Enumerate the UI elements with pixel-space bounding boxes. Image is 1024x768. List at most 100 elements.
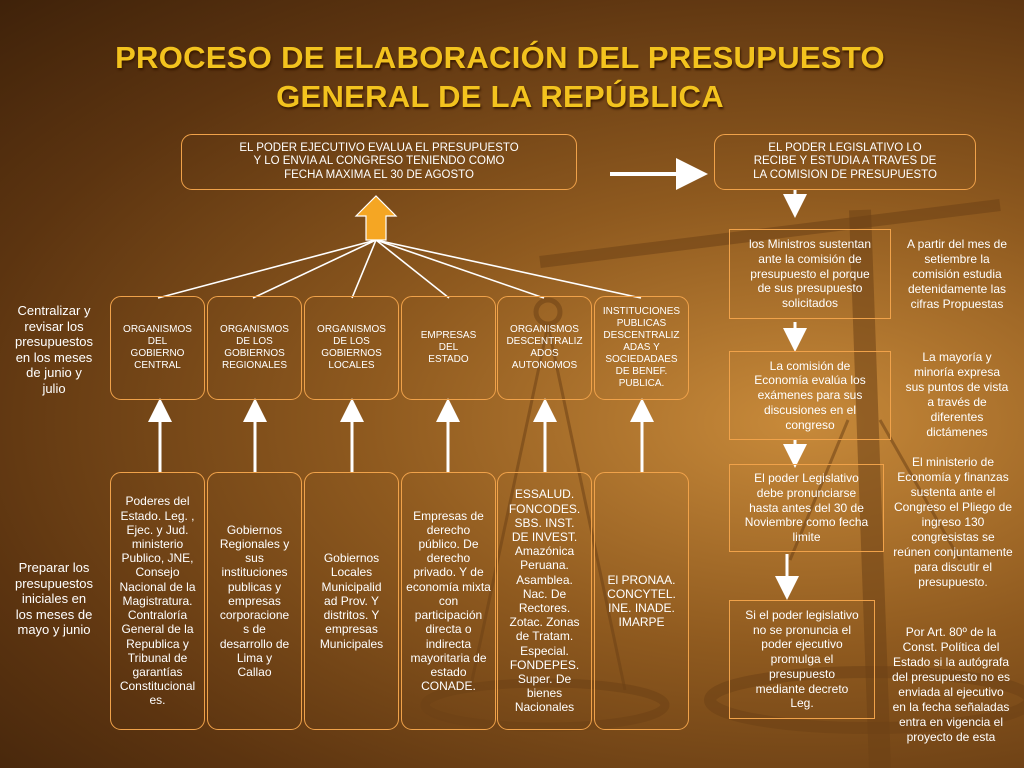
text-line: LA COMISION DE PRESUPUESTO: [753, 168, 937, 181]
text-line: SBS. INST.: [514, 515, 575, 530]
text-line: Gobiernos: [323, 551, 380, 566]
text-line: Municipalid: [321, 579, 382, 594]
text-line: con: [438, 593, 459, 608]
text-line: economía mixta: [406, 579, 491, 594]
organismo-gobiernos-regionales: ORGANISMOS DE LOS GOBIERNOS REGIONALES: [207, 296, 302, 400]
text-line: Si el poder legislativo: [745, 607, 859, 622]
text-line: presupuestos: [14, 575, 94, 591]
text-line: Rectores.: [518, 601, 571, 615]
nota-ministerio-economia: El ministerio de Economía y finanzas sus…: [884, 455, 1022, 590]
text-line: Empresas de: [413, 508, 484, 523]
text-line: ORGANISMOS: [220, 324, 289, 335]
nota-setiembre: A partir del mes de setiembre la comisió…: [893, 237, 1021, 312]
text-line: FONDEPES.: [509, 657, 580, 672]
text-line: en los meses: [15, 349, 93, 365]
text-line: sus: [245, 551, 264, 566]
text-line: ministerio: [131, 537, 184, 552]
text-line: cifras Propuestas: [910, 297, 1004, 311]
paso-ministros-sustentan: los Ministros sustentan ante la comisión…: [729, 229, 891, 319]
text-line: ESSALUD.: [514, 487, 575, 502]
text-line: El ministerio de: [911, 455, 995, 469]
text-line: Tribunal de: [127, 650, 188, 665]
text-line: DESCENTRALIZ: [603, 330, 680, 341]
text-line: Economía y finanzas: [897, 470, 1009, 484]
text-line: ADOS: [530, 348, 559, 359]
text-line: FECHA MAXIMA EL 30 DE AGOSTO: [284, 168, 474, 181]
text-line: discusiones en el: [763, 402, 857, 417]
title-line-2: GENERAL DE LA REPÚBLICA: [276, 79, 724, 114]
text-line: para discutir el: [913, 560, 993, 574]
text-line: setiembre la: [924, 252, 990, 266]
text-line: CONADE.: [421, 679, 476, 694]
text-line: DEL: [438, 342, 459, 353]
text-line: estado: [430, 664, 467, 679]
text-line: en la fecha señaladas: [892, 700, 1010, 714]
text-line: INE. INADE.: [608, 601, 675, 615]
text-line: debe pronunciarse: [756, 485, 857, 500]
up-arrow-icon: [354, 195, 398, 241]
text-line: General de la: [121, 622, 194, 637]
paso-decreto-legislativo: Si el poder legislativo no se pronuncia …: [729, 600, 875, 719]
text-line: derecho: [426, 522, 471, 537]
text-line: DEL: [147, 336, 168, 347]
text-line: DE BENEF.: [615, 366, 668, 377]
text-line: dictámenes: [926, 425, 988, 439]
text-line: entra en vigencia el: [898, 715, 1004, 729]
text-line: ad Prov. Y: [324, 593, 379, 608]
text-line: detenidamente las: [907, 282, 1007, 296]
text-line: empresas: [325, 622, 378, 637]
text-line: EMPRESAS: [420, 330, 477, 341]
text-line: CONCYTEL.: [607, 586, 676, 601]
text-line: de junio y: [26, 365, 82, 380]
text-line: DE LOS: [333, 336, 370, 347]
text-line: reúnen conjuntamente: [893, 545, 1013, 559]
text-line: Const. Política del: [902, 640, 1000, 654]
organismo-instituciones-publicas: INSTITUCIONES PUBLICAS DESCENTRALIZ ADAS…: [594, 296, 689, 400]
text-line: enviada al ejecutivo: [898, 685, 1004, 699]
text-line: ADAS Y: [623, 342, 660, 353]
text-line: SOCIEDADAES: [605, 354, 678, 365]
text-line: sus puntos de vista: [905, 380, 1009, 394]
text-line: REGIONALES: [221, 360, 288, 371]
text-line: garantías: [132, 664, 183, 679]
text-line: diferentes: [930, 410, 984, 424]
text-line: ORGANISMOS: [123, 324, 192, 335]
text-line: Regionales y: [219, 537, 290, 552]
text-line: es.: [149, 693, 166, 708]
detalle-descentralizados-autonomos: ESSALUD. FONCODES. SBS. INST. DE INVEST.…: [497, 472, 592, 730]
text-line: no se pronuncia el: [752, 622, 852, 637]
text-line: Estado si la autógrafa: [892, 655, 1010, 669]
text-line: público. De: [418, 537, 479, 552]
text-line: RECIBE Y ESTUDIA A TRAVES DE: [753, 155, 937, 168]
text-line: congreso: [785, 417, 835, 432]
poder-legislativo-box: EL PODER LEGISLATIVO LO RECIBE Y ESTUDIA…: [714, 134, 976, 190]
text-line: distritos. Y: [323, 608, 380, 623]
text-line: Super. De: [517, 672, 572, 687]
text-line: Lima y: [236, 650, 273, 665]
text-line: LOCALES: [328, 360, 375, 371]
text-line: Peruana.: [520, 558, 569, 573]
text-line: DESCENTRALIZ: [506, 336, 583, 347]
text-line: hasta antes del 30 de: [749, 500, 864, 515]
text-line: privado. Y de: [413, 565, 484, 580]
text-line: proyecto de esta: [906, 730, 996, 744]
text-line: FONCODES.: [508, 501, 581, 516]
text-line: Congreso el Pliego de: [893, 500, 1013, 514]
text-line: Poderes del: [125, 494, 190, 509]
detalle-gobiernos-locales: Gobiernos Locales Municipalid ad Prov. Y…: [304, 472, 399, 730]
text-line: sustenta ante el: [910, 485, 996, 499]
text-line: Magistratura.: [122, 593, 193, 608]
text-line: s de: [243, 622, 266, 637]
text-line: empresas: [228, 593, 281, 608]
text-line: solicitados: [781, 296, 839, 311]
text-line: Y LO ENVIA AL CONGRESO TENIENDO COMO: [253, 155, 505, 168]
text-line: del presupuesto no es: [891, 670, 1011, 684]
text-line: INSTITUCIONES: [602, 306, 681, 317]
paso-legislativo-pronuncia: El poder Legislativo debe pronunciarse h…: [729, 464, 884, 552]
text-line: mayo y junio: [17, 622, 91, 637]
text-line: Estado. Leg. ,: [120, 508, 195, 523]
text-line: ESTADO: [428, 354, 469, 365]
text-line: mediante decreto: [755, 681, 849, 696]
